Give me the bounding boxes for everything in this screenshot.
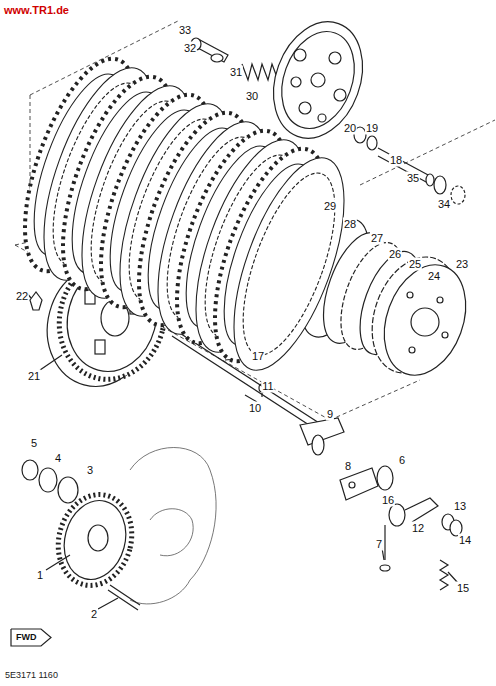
callout-number: 34 [437,198,451,211]
callout-number: 29 [323,200,337,213]
direction-label: FWD [10,628,51,647]
callout-number: 26 [388,248,402,261]
callout-number: 3 [86,464,94,477]
callout-number: 15 [456,582,470,595]
callout-number: 28 [343,218,357,231]
callout-number: 18 [389,154,403,167]
callout-number: 17 [251,350,265,363]
callout-number: 24 [427,270,441,283]
callout-number: 8 [344,460,352,473]
callout-number: 19 [365,122,379,135]
callout-number: 7 [375,538,383,551]
callout-number: 31 [229,66,243,79]
callout-number: 25 [408,258,422,271]
callout-number: 20 [343,122,357,135]
part-code: 5E3171 1160 [4,670,59,681]
callout-number: 30 [245,90,259,103]
callout-number: 11 [261,380,274,393]
callout-number: 33 [178,24,192,37]
callout-number: 35 [406,172,420,185]
callout-number: 21 [27,370,41,383]
callout-number: 16 [381,494,395,507]
direction-arrow: FWD [10,628,51,647]
callout-number: 1 [36,569,44,582]
callout-number: 14 [458,534,472,547]
callout-number: 9 [326,408,334,421]
callout-number: 2 [90,608,98,621]
callout-number: 12 [411,522,425,535]
callout-number: 10 [248,402,262,415]
callout-number: 13 [453,500,467,513]
callout-number: 4 [54,452,62,465]
callout-number: 22 [15,290,29,303]
watermark: www.TR1.de [3,4,70,17]
callout-number: 23 [455,258,469,271]
callout-number: 6 [398,454,406,467]
arrow-shape [11,629,51,646]
callout-number: 32 [183,42,197,55]
callout-number: 27 [370,232,384,245]
callout-number: 5 [30,437,38,450]
